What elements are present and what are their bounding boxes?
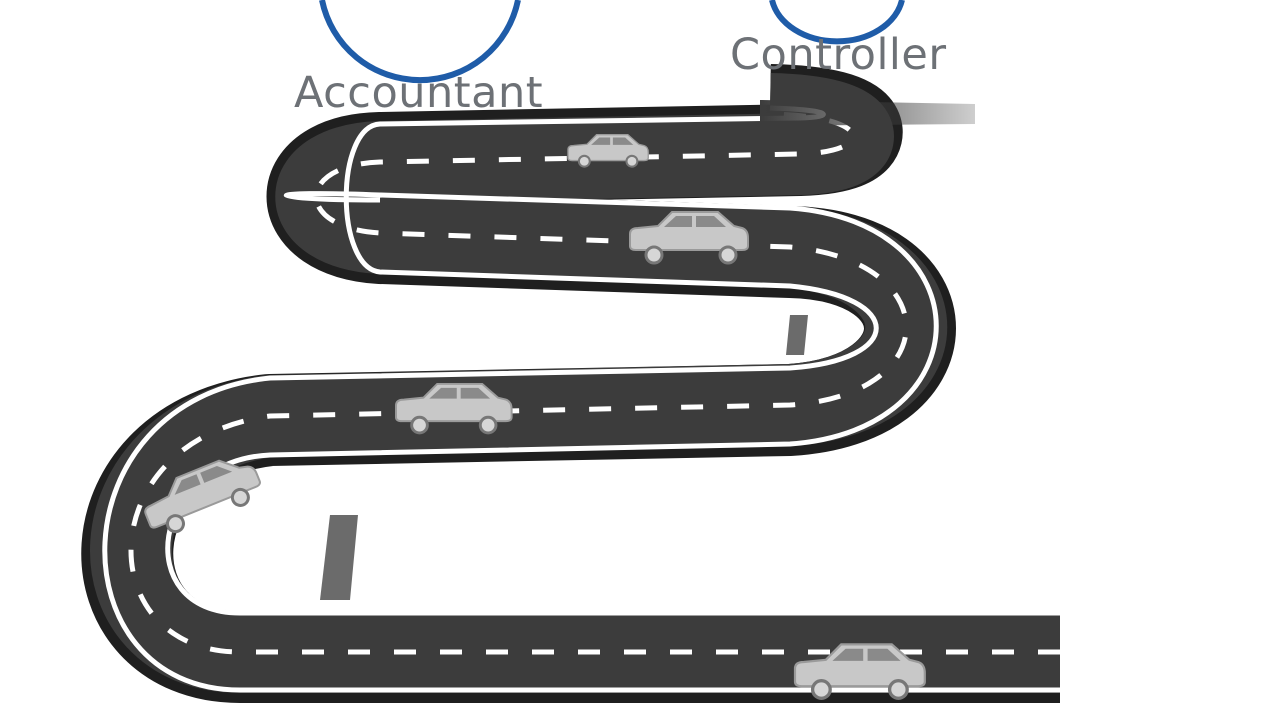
car (793, 643, 926, 700)
accountant-milestone-circle (319, 0, 521, 84)
road-inner-edge-line (102, 105, 1060, 693)
car (395, 382, 513, 435)
car (144, 459, 261, 534)
road-outer-edge-line (165, 191, 1060, 616)
controller-label: Controller (730, 30, 947, 80)
car (629, 211, 749, 265)
road-end-fade (760, 100, 975, 126)
road-surface (90, 73, 1060, 693)
car (567, 134, 649, 168)
accountant-label: Accountant (294, 68, 544, 118)
controller-milestone-circle (769, 0, 905, 45)
